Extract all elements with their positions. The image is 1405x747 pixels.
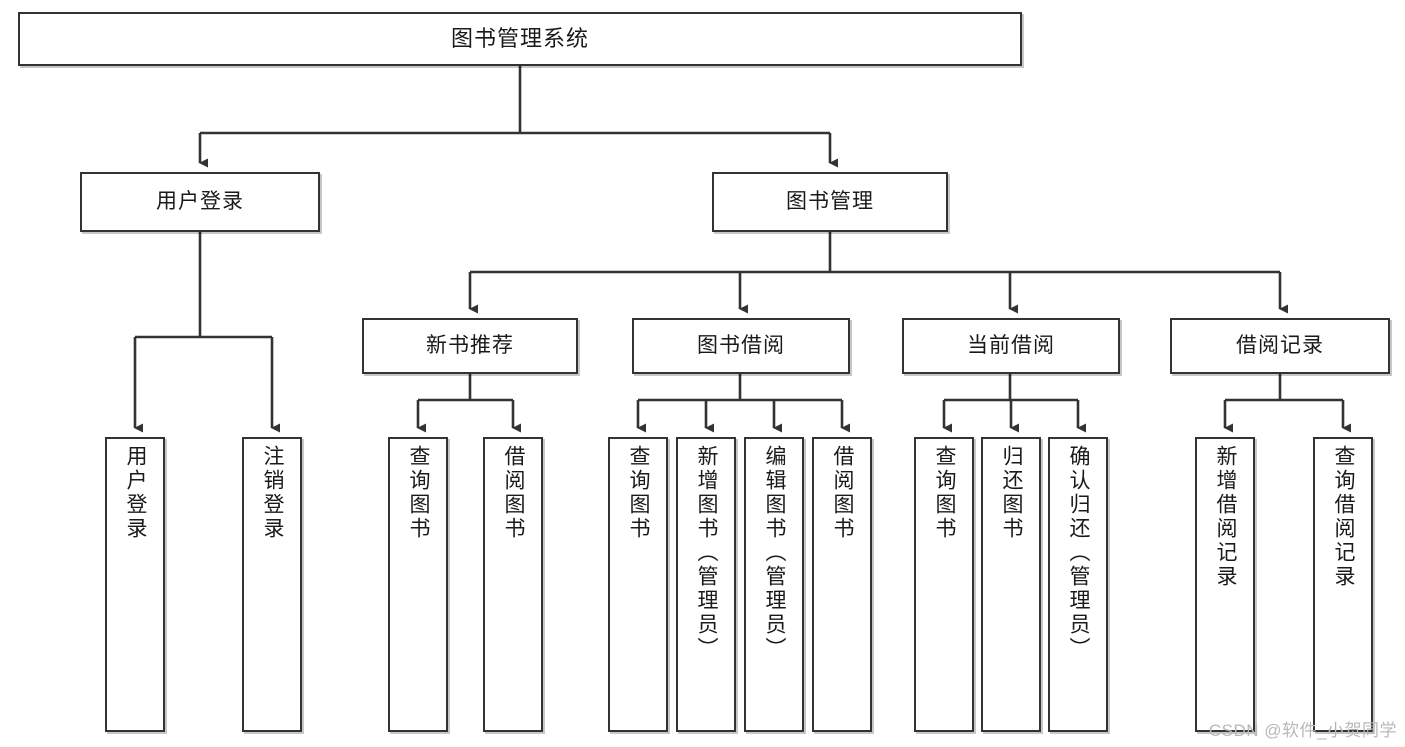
- leaf-borrow-book-label: 借阅图书: [831, 445, 855, 541]
- leaf-add-borrow-record[interactable]: 新增借阅记录: [1195, 437, 1255, 732]
- leaf-query-borrow-record-label: 查询借阅记录: [1332, 445, 1356, 589]
- leaf-borrow-books-recommend[interactable]: 借阅图书: [483, 437, 543, 732]
- leaf-confirm-return-admin[interactable]: 确认归还（管理员）: [1048, 437, 1108, 732]
- node-new-book-recommend[interactable]: 新书推荐: [362, 318, 578, 374]
- leaf-borrow-books-recommend-label: 借阅图书: [502, 445, 526, 541]
- leaf-confirm-return-admin-label: 确认归还（管理员）: [1067, 445, 1091, 661]
- leaf-user-logout-label: 注销登录: [261, 445, 285, 541]
- leaf-query-borrow-record[interactable]: 查询借阅记录: [1313, 437, 1373, 732]
- leaf-add-borrow-record-label: 新增借阅记录: [1214, 445, 1238, 589]
- leaf-return-book[interactable]: 归还图书: [981, 437, 1041, 732]
- csdn-watermark: CSDN @软件_小贺同学: [1208, 721, 1397, 740]
- node-current-borrow-label: 当前借阅: [967, 334, 1055, 358]
- node-book-management-label: 图书管理: [786, 190, 874, 214]
- node-book-borrow[interactable]: 图书借阅: [632, 318, 850, 374]
- node-user-login[interactable]: 用户登录: [80, 172, 320, 232]
- leaf-edit-book-admin-label: 编辑图书（管理员）: [763, 445, 787, 661]
- node-book-borrow-label: 图书借阅: [697, 334, 785, 358]
- leaf-query-books-borrow[interactable]: 查询图书: [608, 437, 668, 732]
- node-user-login-label: 用户登录: [156, 190, 244, 214]
- node-current-borrow[interactable]: 当前借阅: [902, 318, 1120, 374]
- node-borrow-records-label: 借阅记录: [1236, 334, 1324, 358]
- leaf-add-book-admin-label: 新增图书（管理员）: [695, 445, 719, 661]
- leaf-add-book-admin[interactable]: 新增图书（管理员）: [676, 437, 736, 732]
- leaf-user-login[interactable]: 用户登录: [105, 437, 165, 732]
- leaf-edit-book-admin[interactable]: 编辑图书（管理员）: [744, 437, 804, 732]
- leaf-query-books-recommend-label: 查询图书: [407, 445, 431, 541]
- leaf-query-books-current[interactable]: 查询图书: [914, 437, 974, 732]
- leaf-return-book-label: 归还图书: [1000, 445, 1024, 541]
- leaf-user-logout[interactable]: 注销登录: [242, 437, 302, 732]
- leaf-query-books-current-label: 查询图书: [933, 445, 957, 541]
- leaf-borrow-book[interactable]: 借阅图书: [812, 437, 872, 732]
- node-root-system[interactable]: 图书管理系统: [18, 12, 1022, 66]
- leaf-user-login-label: 用户登录: [124, 445, 148, 541]
- node-book-management[interactable]: 图书管理: [712, 172, 948, 232]
- node-new-book-recommend-label: 新书推荐: [426, 334, 514, 358]
- node-root-label: 图书管理系统: [450, 25, 589, 51]
- leaf-query-books-borrow-label: 查询图书: [627, 445, 651, 541]
- leaf-query-books-recommend[interactable]: 查询图书: [388, 437, 448, 732]
- node-borrow-records[interactable]: 借阅记录: [1170, 318, 1390, 374]
